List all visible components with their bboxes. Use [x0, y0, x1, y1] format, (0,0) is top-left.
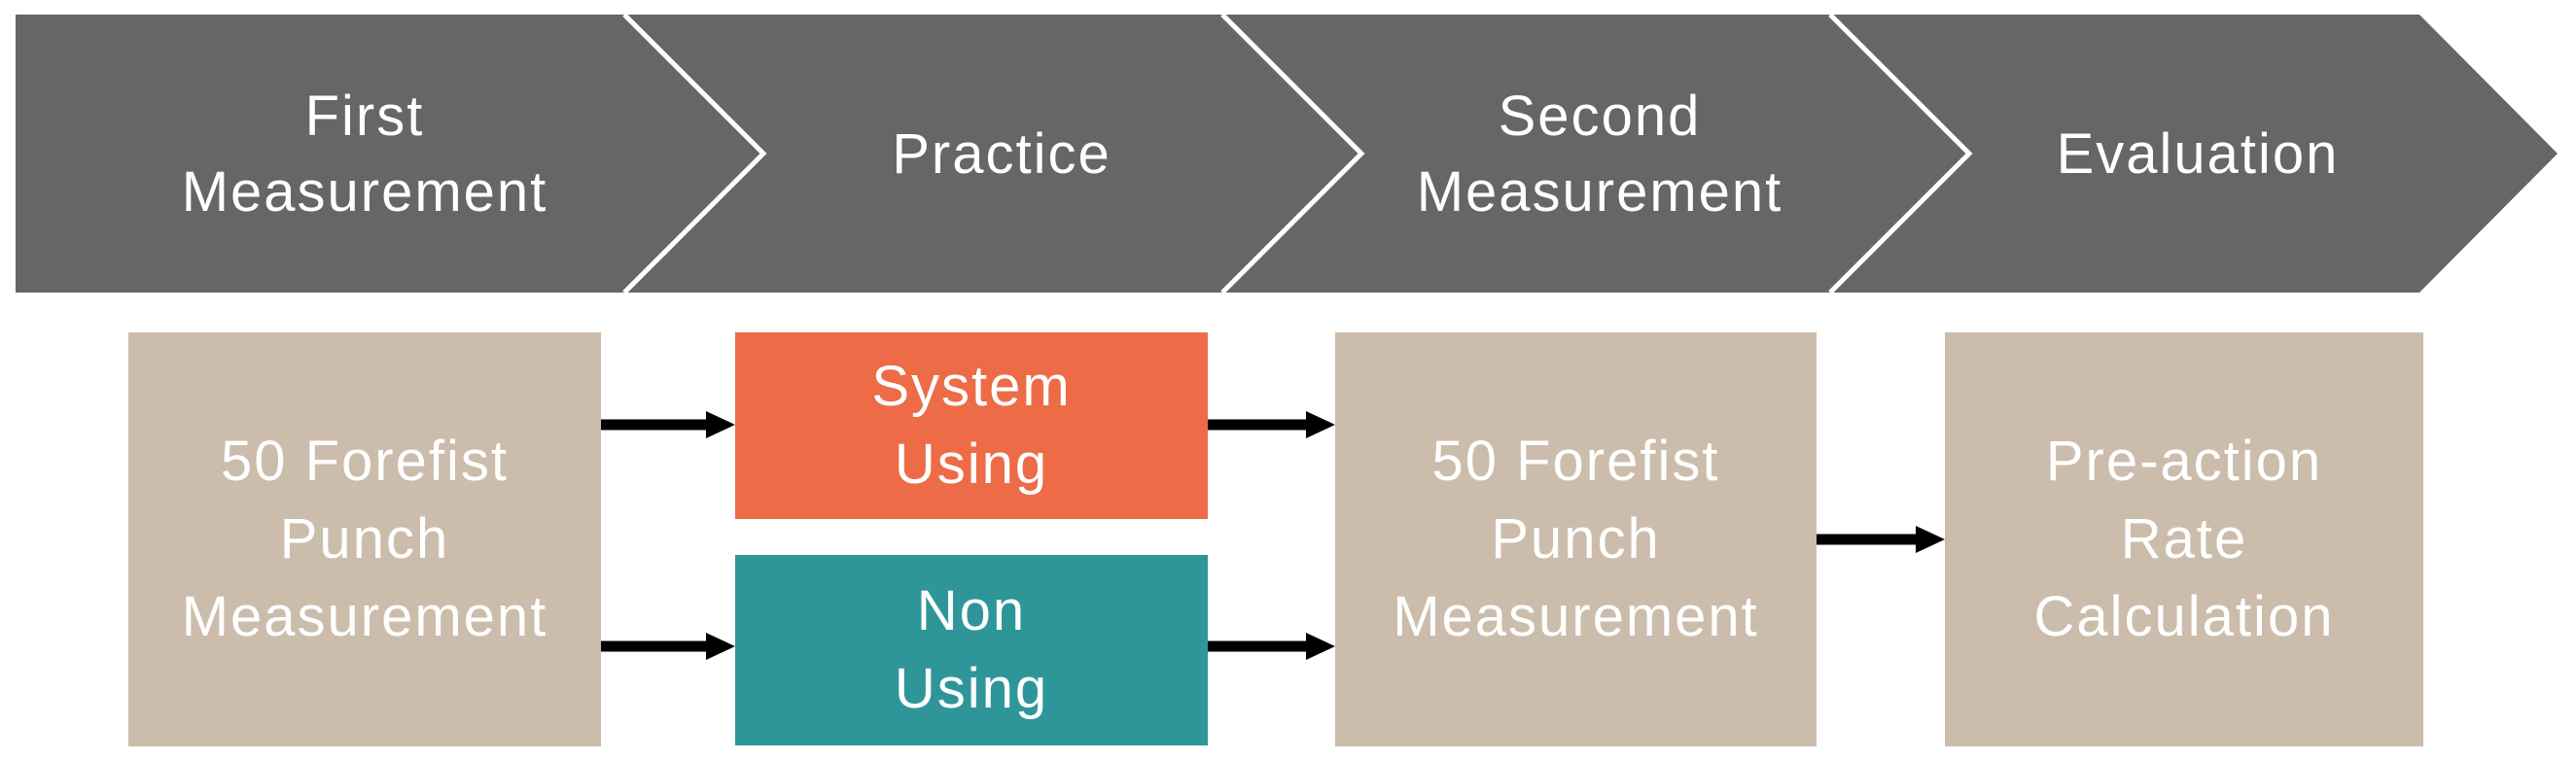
- flow-box-second-measurement: 50 Forefist Punch Measurement: [1335, 332, 1817, 746]
- flow-arrow-system-to-second-icon: [1208, 411, 1335, 438]
- chevron-separator-icon-2: [1220, 13, 1365, 294]
- flow-box-system-using: System Using: [735, 332, 1208, 519]
- flow-box-non-using: Non Using: [735, 555, 1208, 745]
- flow-box-first-measurement: 50 Forefist Punch Measurement: [128, 332, 601, 746]
- banner-arrow-shape: [16, 15, 2558, 293]
- flow-box-evaluation: Pre-action Rate Calculation: [1945, 332, 2423, 746]
- flow-arrow-first-to-system-icon: [601, 411, 735, 438]
- flow-arrow-first-to-non-icon: [601, 633, 735, 660]
- chevron-separator-icon-1: [622, 13, 767, 294]
- flow-arrow-second-to-evaluation-icon: [1817, 526, 1945, 553]
- flow-arrow-non-to-second-icon: [1208, 633, 1335, 660]
- chevron-separator-icon-3: [1828, 13, 1973, 294]
